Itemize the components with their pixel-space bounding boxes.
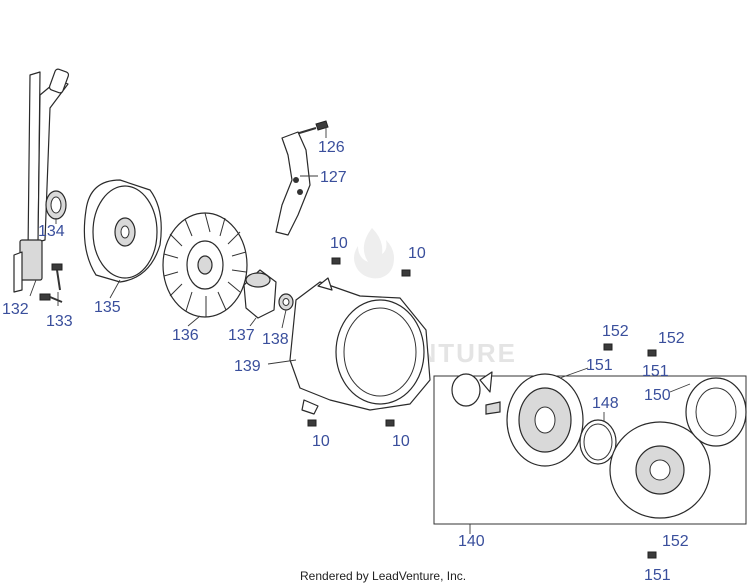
part-138-flywheel-nut[interactable] (278, 293, 294, 311)
part-148-spring[interactable] (579, 419, 617, 465)
part-140-recoil-starter-box (433, 375, 747, 525)
part-135-stator-housing[interactable] (83, 179, 162, 283)
part-137-starter-cup[interactable] (243, 269, 277, 319)
part-126-screw[interactable] (295, 120, 329, 135)
callout-152-right: 152 (658, 330, 685, 347)
watermark-flame-icon (354, 228, 394, 279)
part-127-shroud-bracket[interactable] (275, 131, 311, 236)
callout-10-top-left: 10 (330, 235, 348, 252)
callout-127: 127 (320, 169, 347, 186)
part-136-flywheel-fan[interactable] (162, 212, 248, 318)
callout-10-bottom-left: 10 (312, 433, 330, 450)
callout-135: 135 (94, 299, 121, 316)
leader-lines (29, 126, 691, 534)
callout-150: 150 (644, 387, 671, 404)
render-credit: Rendered by LeadVenture, Inc. (300, 569, 466, 583)
callout-134: 134 (38, 223, 65, 240)
part-134-oil-seal[interactable] (45, 190, 67, 220)
part-10-screws[interactable] (307, 257, 411, 427)
callout-10-top-right: 10 (408, 245, 426, 262)
callout-148: 148 (592, 395, 619, 412)
part-132-ignition-bracket[interactable] (13, 68, 70, 293)
callout-136: 136 (172, 327, 199, 344)
callout-labels: 126 127 10 10 10 10 132 133 134 135 136 … (2, 139, 689, 584)
callout-126: 126 (318, 139, 345, 156)
callout-10-bottom-right: 10 (392, 433, 410, 450)
recoil-ratchet-assembly[interactable] (451, 371, 501, 415)
callout-151-right: 151 (642, 363, 669, 380)
part-133-screws[interactable] (39, 263, 63, 303)
callout-137: 137 (228, 327, 255, 344)
part-139-blower-housing[interactable] (289, 277, 431, 415)
callout-152-bottom: 152 (662, 533, 689, 550)
callout-138: 138 (262, 331, 289, 348)
part-151-152-fasteners[interactable] (603, 343, 657, 559)
part-150-starter-handle-frame[interactable] (685, 377, 747, 447)
callout-133: 133 (46, 313, 73, 330)
callout-152-left: 152 (602, 323, 629, 340)
callout-139: 139 (234, 358, 261, 375)
recoil-pulley[interactable] (506, 373, 584, 467)
callout-140: 140 (458, 533, 485, 550)
callout-132: 132 (2, 301, 29, 318)
recoil-cover[interactable] (609, 421, 711, 519)
callout-151-bottom: 151 (644, 567, 671, 584)
callout-151-left: 151 (586, 357, 613, 374)
